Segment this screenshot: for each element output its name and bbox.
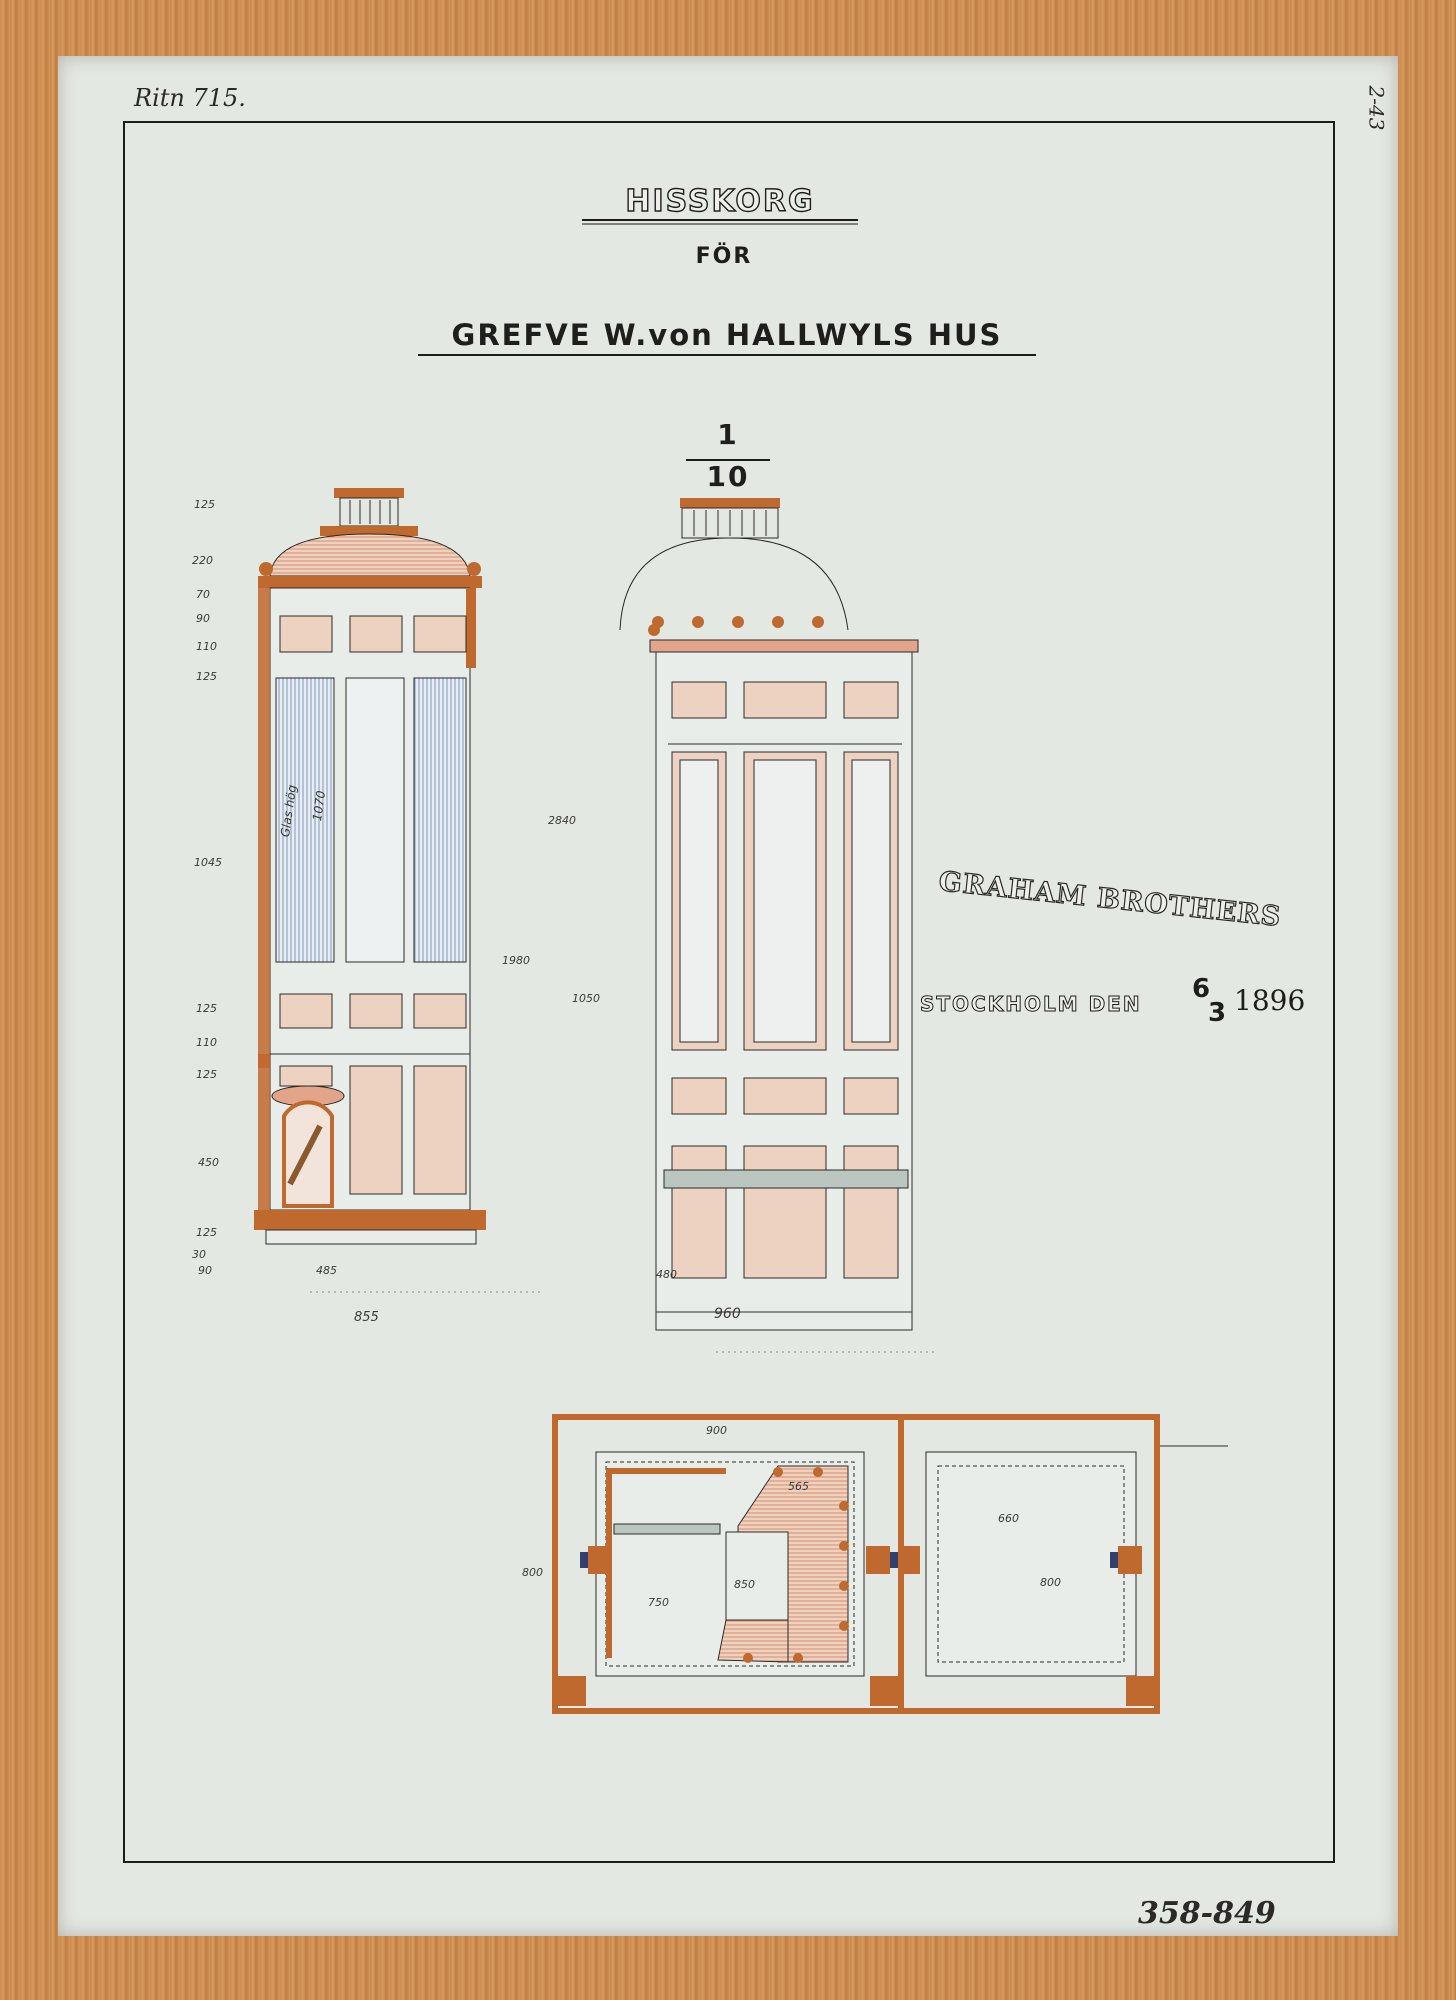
dim-side-9: 110 xyxy=(196,1036,217,1049)
ref-note: Ritn 715. xyxy=(134,84,246,112)
dim-plan-565: 565 xyxy=(788,1480,809,1493)
drawing-subtitle: FÖR xyxy=(695,244,753,269)
dim-side-6: 125 xyxy=(196,670,217,683)
dim-plan-right: 800 xyxy=(1040,1576,1061,1589)
drawing-title: HISSKORG xyxy=(625,183,815,219)
dim-side-13: 30 xyxy=(192,1248,206,1261)
scale-numerator: 1 xyxy=(717,418,739,451)
dim-side-3: 70 xyxy=(196,588,210,601)
dim-plan-top: 900 xyxy=(706,1424,727,1437)
date-day: 6 xyxy=(1192,974,1213,1004)
dim-plan-660: 660 xyxy=(998,1512,1019,1525)
dim-side-width: 855 xyxy=(354,1310,379,1325)
date-month: 3 xyxy=(1208,998,1229,1028)
dim-side-height: 1980 xyxy=(502,954,530,967)
front-elevation xyxy=(619,498,938,1353)
dim-plan-left: 800 xyxy=(522,1566,543,1579)
date-year: 1896 xyxy=(1234,984,1306,1017)
dim-side-11: 450 xyxy=(198,1156,219,1169)
dim-side-12: 125 xyxy=(196,1226,217,1239)
corner-note: 2-43 xyxy=(1364,85,1389,131)
dim-side-base: 485 xyxy=(316,1264,337,1277)
place-date: STOCKHOLM DEN xyxy=(920,992,1142,1017)
plan-view xyxy=(552,1414,1228,1714)
dim-side-7: 1045 xyxy=(194,856,222,869)
dim-front-base: 480 xyxy=(656,1268,677,1281)
dim-plan-850: 850 xyxy=(734,1578,755,1591)
scale-denominator: 10 xyxy=(706,460,750,493)
dim-side-14: 90 xyxy=(198,1264,212,1277)
dim-side-2: 220 xyxy=(192,554,213,567)
side-elevation xyxy=(254,488,542,1293)
dim-plan-750: 750 xyxy=(648,1596,669,1609)
dim-side-10: 125 xyxy=(196,1068,217,1081)
dim-side-5: 110 xyxy=(196,640,217,653)
drawing-svg xyxy=(123,121,1335,1863)
dim-front-mid: 1050 xyxy=(572,992,600,1005)
drawing-sheet: Ritn 715. 2-43 HISSKORG FÖR GREFVE W.von… xyxy=(58,56,1398,1936)
client-name: GREFVE W.von HALLWYLS HUS xyxy=(451,318,1003,352)
dim-side-1: 125 xyxy=(194,498,215,511)
dim-side-8: 125 xyxy=(196,1002,217,1015)
dim-side-4: 90 xyxy=(196,612,210,625)
inventory-number: 358-849 xyxy=(1138,1896,1276,1931)
dim-front-total: 2840 xyxy=(548,814,576,827)
sheet-border xyxy=(123,121,1335,1863)
dim-front-width: 960 xyxy=(714,1306,741,1322)
